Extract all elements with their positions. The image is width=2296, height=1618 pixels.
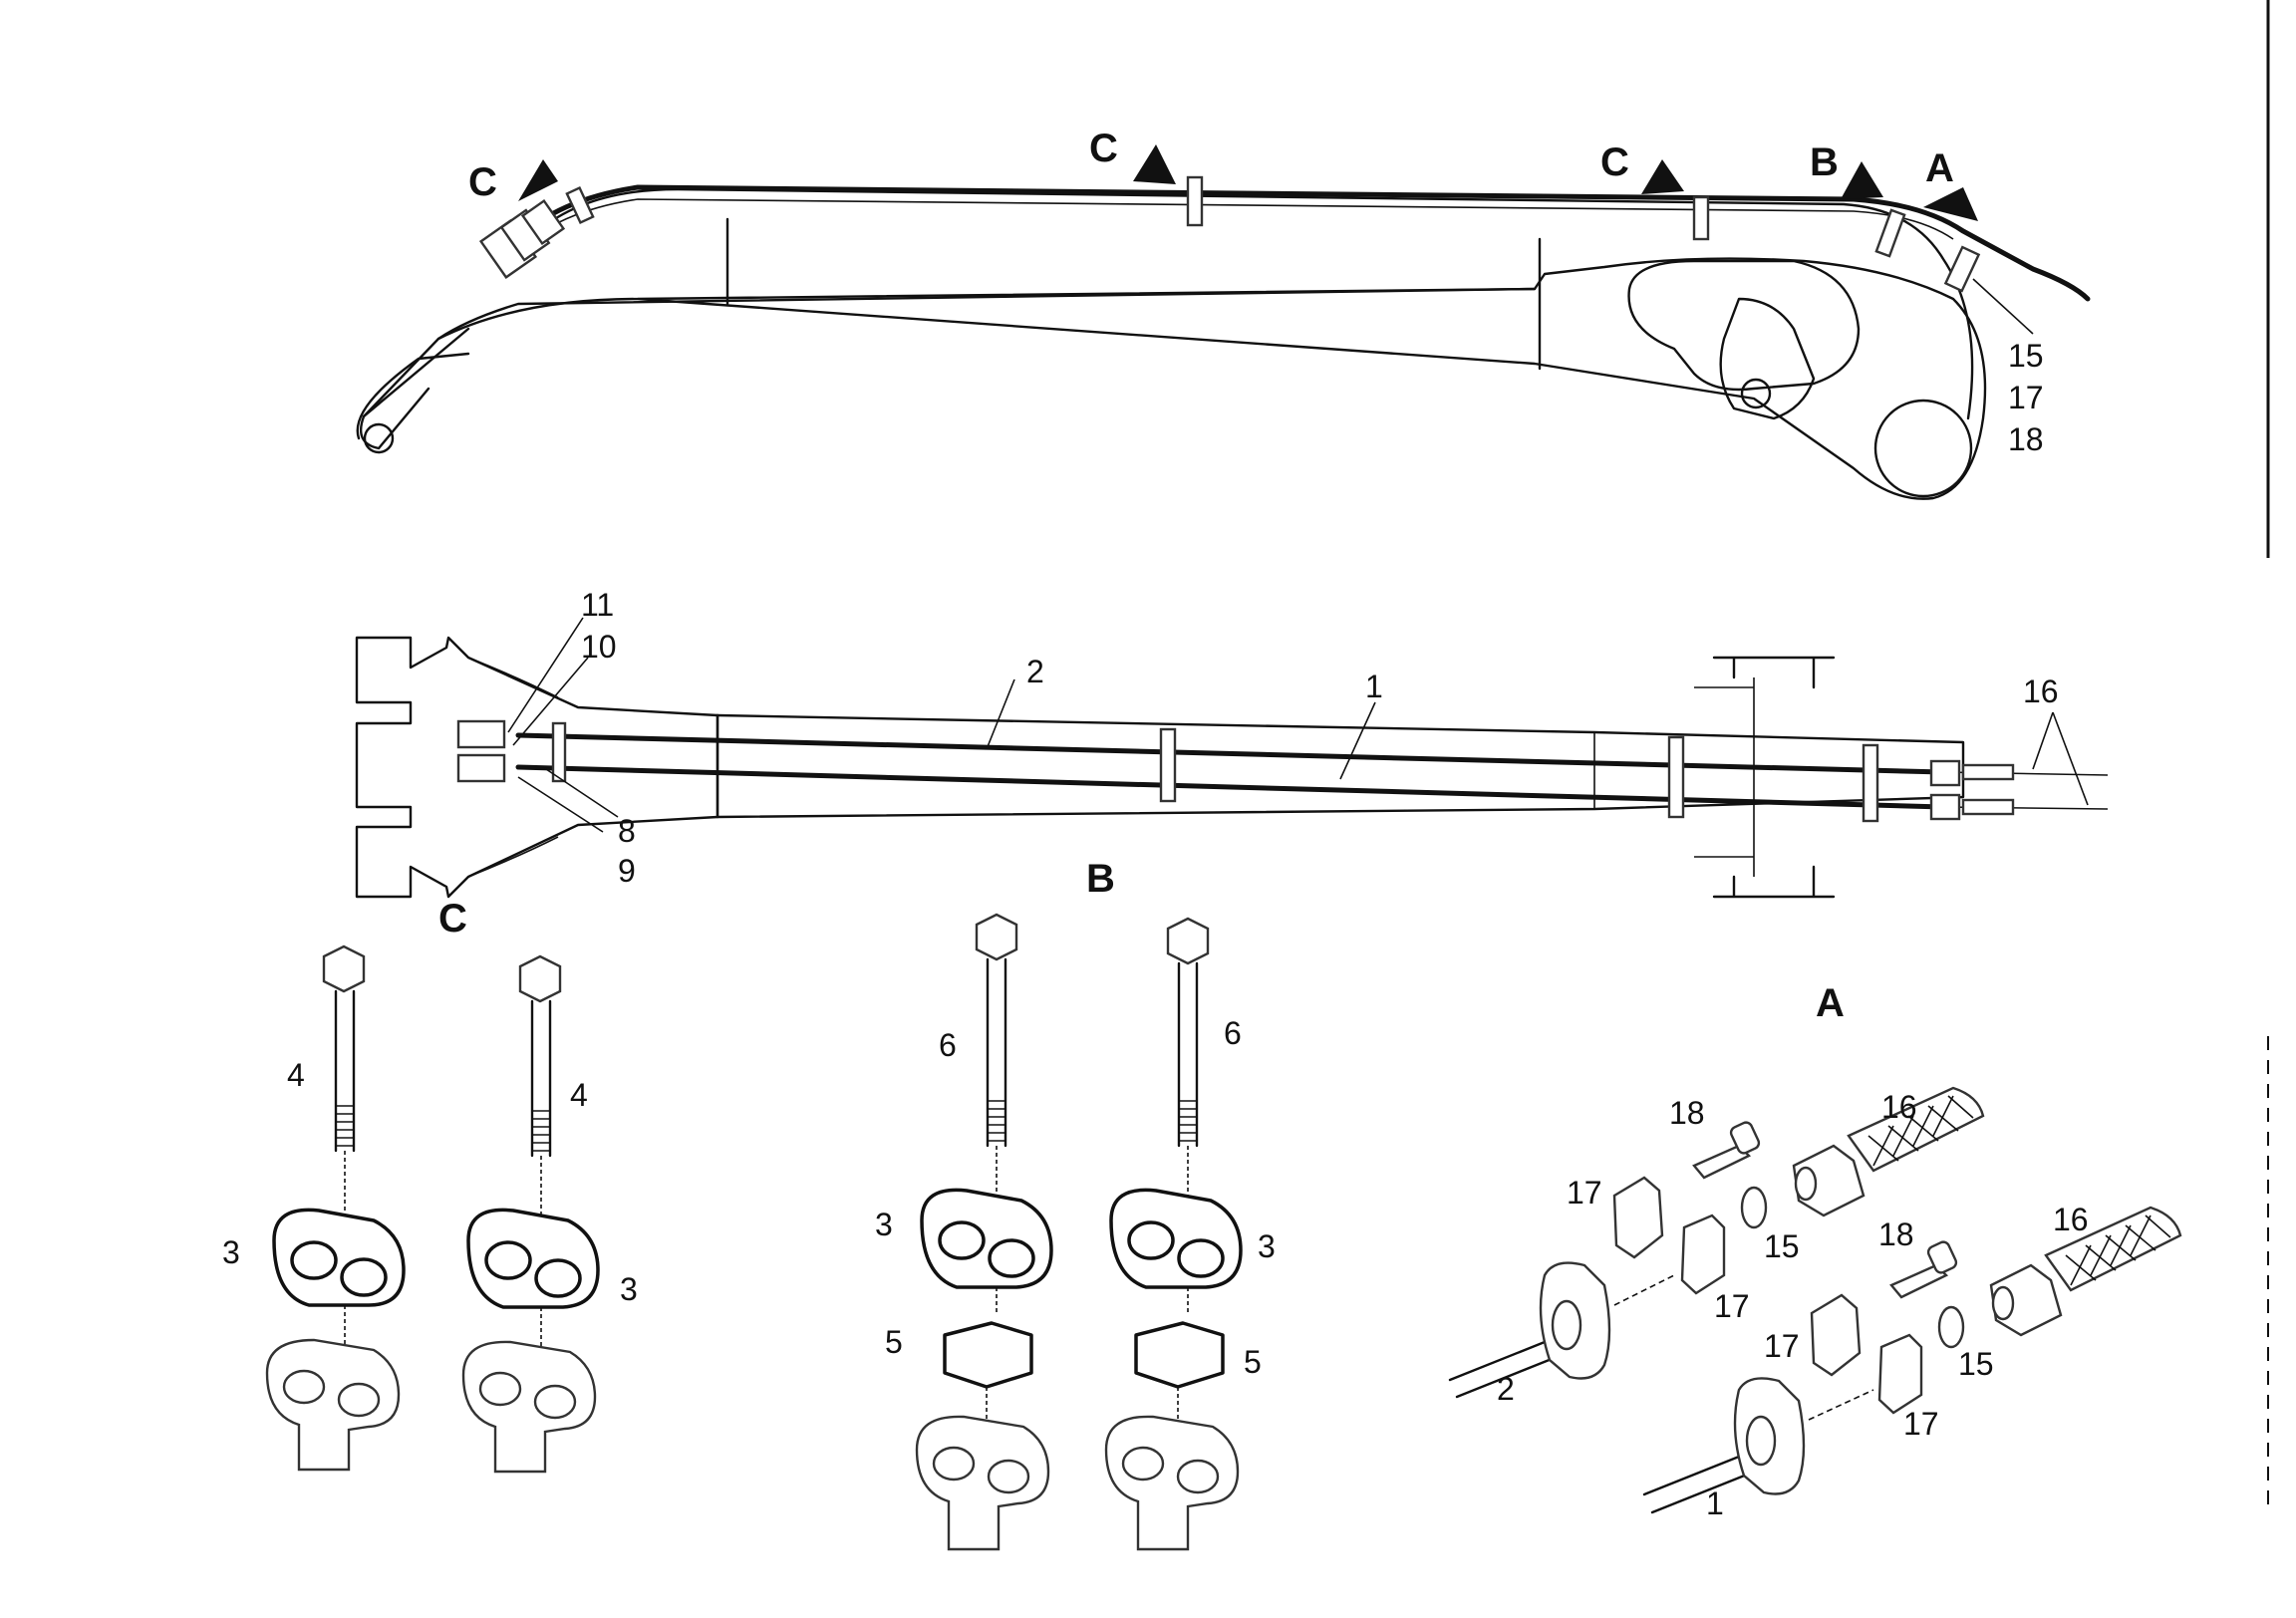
clamp-stack-b-left — [915, 913, 1053, 1551]
callout: 17 — [1903, 1406, 1939, 1442]
callout: 18 — [1878, 1216, 1914, 1252]
bolt-head — [518, 954, 562, 1003]
callout: 17 — [1764, 1328, 1800, 1364]
section-arrow-b — [1841, 161, 1883, 199]
section-arrow-c3 — [1641, 159, 1684, 194]
clamp-c1 — [565, 185, 595, 225]
callout: 16 — [1881, 1089, 1917, 1125]
tube-2 — [1448, 1338, 1559, 1399]
end-fitting-upper — [456, 719, 506, 749]
section-marker: B — [1810, 140, 1839, 184]
spacer-5 — [943, 1321, 1033, 1389]
section-arrow-c1 — [518, 159, 558, 201]
split-flange-17 — [1810, 1293, 1862, 1377]
clamp-a — [1943, 245, 1981, 293]
callout: 17 — [2008, 380, 2044, 415]
boom-outline — [362, 257, 1987, 500]
split-flange-17 — [1680, 1214, 1726, 1295]
end-fitting-lower — [456, 753, 506, 783]
callout: 11 — [581, 587, 614, 623]
hose-connector-block — [478, 198, 566, 280]
callout: 5 — [885, 1324, 903, 1360]
callout: 18 — [1669, 1095, 1705, 1131]
callout: 16 — [2053, 1202, 2089, 1237]
callout: 15 — [1764, 1228, 1800, 1264]
boom-side-view — [356, 144, 2091, 500]
callout: 5 — [1244, 1344, 1262, 1380]
callout: 3 — [222, 1234, 240, 1270]
callout: 15 — [2008, 338, 2044, 374]
split-flange-17 — [1612, 1176, 1664, 1259]
bolt-head — [1166, 917, 1210, 965]
hose-2 — [515, 732, 1946, 775]
clamp-b — [1874, 208, 1906, 258]
clamp-base — [915, 1415, 1050, 1551]
section-arrow-a — [1923, 187, 1978, 221]
braided-hose-end — [1961, 798, 2015, 816]
fitting-assembly-hose-1 — [1642, 1206, 2182, 1514]
callout: 4 — [570, 1077, 588, 1113]
clamp-base — [1104, 1415, 1240, 1551]
callout: 1 — [1365, 669, 1383, 704]
callout: 1 — [1706, 1485, 1724, 1521]
detail-c-labels: 4 4 3 3 — [222, 1057, 638, 1307]
tube-1 — [1642, 1453, 1754, 1514]
clamp-c3 — [1692, 195, 1710, 241]
detail-b-labels: 6 6 3 3 5 5 — [875, 1015, 1276, 1380]
view-label-b: B — [1086, 857, 1115, 901]
section-marker: C — [468, 160, 497, 204]
split-flange-17 — [1877, 1333, 1923, 1415]
view-label-c: C — [438, 897, 467, 941]
spacer-5 — [1134, 1321, 1225, 1389]
callout: 18 — [2008, 421, 2044, 457]
bolt-head — [975, 913, 1018, 961]
detail-a-title: A — [1816, 981, 1845, 1025]
cap-screw-18 — [1692, 1144, 1752, 1180]
clamp-c2 — [1186, 175, 1204, 227]
detail-a-labels: A 18 16 17 15 17 2 18 16 17 15 17 1 — [1497, 981, 2089, 1521]
bolt-head — [322, 944, 366, 993]
clamp-stack-b-right — [1104, 917, 1243, 1551]
callout: 3 — [875, 1207, 893, 1242]
callout: 3 — [1258, 1228, 1276, 1264]
side-view-labels: C C C B A 15 17 18 — [468, 127, 2044, 457]
detail-a-fitting-exploded — [1448, 1086, 2182, 1514]
callout: 9 — [618, 853, 636, 889]
pivot-plate — [1627, 259, 1861, 392]
section-marker: C — [1089, 127, 1118, 170]
clamp-stack-right — [461, 954, 600, 1474]
detail-b-clamp-assembly — [915, 913, 1243, 1551]
callout: 4 — [287, 1057, 305, 1093]
hose-1 — [515, 764, 1946, 810]
callout: 3 — [620, 1271, 638, 1307]
boom-top-view — [355, 617, 2109, 899]
callout: 2 — [1026, 654, 1044, 689]
callout: 6 — [1224, 1015, 1242, 1051]
callout: 10 — [581, 629, 617, 665]
callout: 6 — [939, 1027, 957, 1063]
o-ring-15 — [1937, 1305, 1965, 1349]
callout: 17 — [1714, 1288, 1750, 1324]
section-arrow-c2 — [1133, 144, 1176, 184]
detail-c-clamp-assembly — [265, 944, 600, 1474]
callout: 2 — [1497, 1371, 1515, 1407]
section-marker: C — [1600, 140, 1629, 184]
callout: 17 — [1567, 1175, 1602, 1211]
boom-hose-upper — [515, 184, 2091, 302]
o-ring-15 — [1740, 1186, 1768, 1229]
callout: 15 — [1958, 1346, 1994, 1382]
clamp-stack-left — [265, 944, 406, 1472]
callout: 8 — [618, 813, 636, 849]
cap-screw-18 — [1889, 1263, 1949, 1299]
top-view-labels: 11 10 2 1 16 8 9 B C — [438, 587, 2059, 941]
boom-foot-bracket — [355, 636, 719, 899]
fitting-assembly-hose-2 — [1448, 1086, 1985, 1399]
section-marker: A — [1925, 146, 1954, 190]
callout: 16 — [2023, 674, 2059, 709]
braided-hose-end — [1961, 763, 2015, 781]
